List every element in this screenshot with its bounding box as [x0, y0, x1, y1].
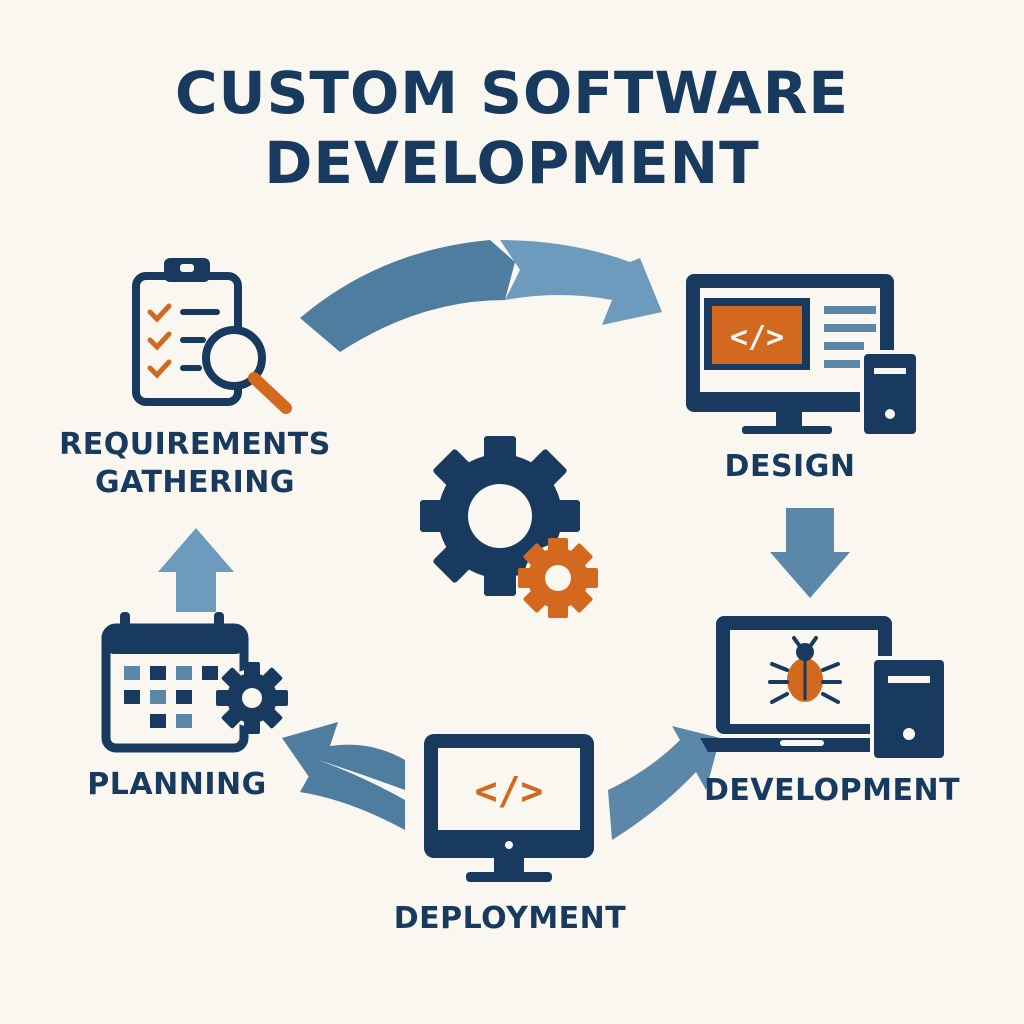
title-line-2: DEVELOPMENT	[264, 129, 760, 197]
requirements-line-2: GATHERING	[94, 465, 296, 500]
design-code-symbol: </>	[730, 320, 784, 355]
arrow-requirements-to-design-right	[500, 240, 662, 325]
label-design: DESIGN	[724, 449, 856, 484]
arrow-design-to-development	[770, 508, 850, 598]
label-development: DEVELOPMENT	[703, 773, 961, 808]
requirements-line-1: REQUIREMENTS	[59, 427, 331, 462]
clipboard-magnifier-icon	[132, 258, 292, 414]
arrow-requirements-to-design-left	[300, 240, 515, 352]
deployment-monitor-icon: </>	[424, 734, 594, 882]
title-line-1: CUSTOM SOFTWARE	[174, 59, 849, 127]
calendar-gear-icon	[101, 612, 288, 753]
gears-icon	[420, 436, 598, 618]
design-monitor-icon: </>	[686, 274, 920, 438]
arrow-planning-to-requirements	[158, 528, 234, 612]
label-requirements-gathering: REQUIREMENTS GATHERING	[40, 426, 350, 502]
arrow-deployment-to-planning-tail	[300, 760, 405, 830]
label-deployment: DEPLOYMENT	[393, 901, 627, 936]
label-planning: PLANNING	[87, 767, 267, 802]
laptop-bug-icon	[700, 616, 948, 762]
arrow-development-to-deployment	[608, 726, 720, 840]
small-gear	[518, 538, 598, 618]
deployment-code-symbol: </>	[475, 769, 544, 813]
page-title: CUSTOM SOFTWARE DEVELOPMENT	[0, 58, 1024, 198]
